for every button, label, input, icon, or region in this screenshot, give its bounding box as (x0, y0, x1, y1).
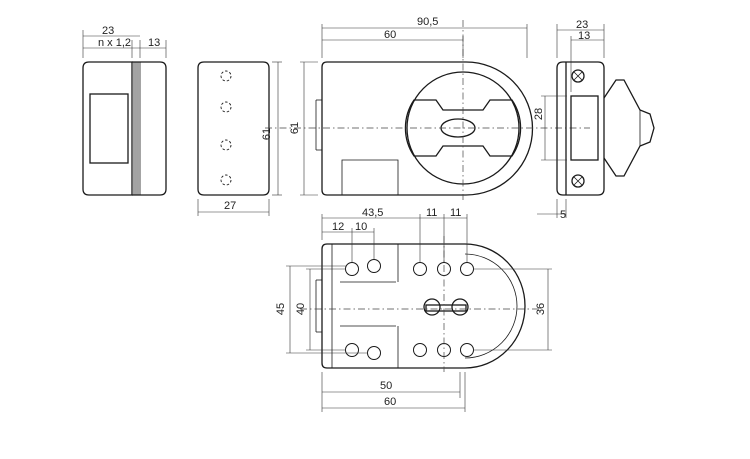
dim-right-13: 13 (578, 30, 590, 42)
dim-main-total-width: 90,5 (417, 16, 438, 28)
dim-right-28: 28 (533, 108, 545, 120)
dim-bottom-11a: 11 (426, 207, 437, 219)
dim-bottom-12: 12 (332, 221, 344, 233)
dim-bottom-36: 36 (535, 303, 547, 315)
dim-right-total: 23 (576, 19, 588, 31)
dim-main-width-60: 60 (384, 29, 396, 41)
dim-bottom-40: 40 (295, 303, 307, 315)
dim-right-5: 5 (560, 209, 566, 221)
dim-bottom-10: 10 (355, 221, 367, 233)
dim-main-height: 61 (289, 122, 301, 134)
dim-side-left-13: 13 (148, 37, 160, 49)
rear-view-bottom: 43,5 12 10 11 11 45 40 36 50 60 (275, 207, 552, 412)
dim-bottom-50: 50 (380, 380, 392, 392)
dim-side-left-nx: n x 1,2 (98, 37, 131, 49)
side-view-left: 23 n x 1,2 13 (82, 25, 167, 196)
dim-bottom-43-5: 43,5 (362, 207, 383, 219)
side-view-right: 23 13 28 5 (533, 19, 655, 221)
dim-bottom-11b: 11 (450, 207, 461, 219)
dim-side-left-total: 23 (102, 25, 114, 37)
dim-bottom-45: 45 (275, 303, 287, 315)
dim-front-small-width: 27 (224, 200, 236, 212)
front-view-small: 27 61 (197, 61, 282, 216)
dim-bottom-60: 60 (384, 396, 396, 408)
dim-front-small-height: 61 (261, 128, 273, 140)
front-view-main: 90,5 60 61 (265, 16, 590, 200)
